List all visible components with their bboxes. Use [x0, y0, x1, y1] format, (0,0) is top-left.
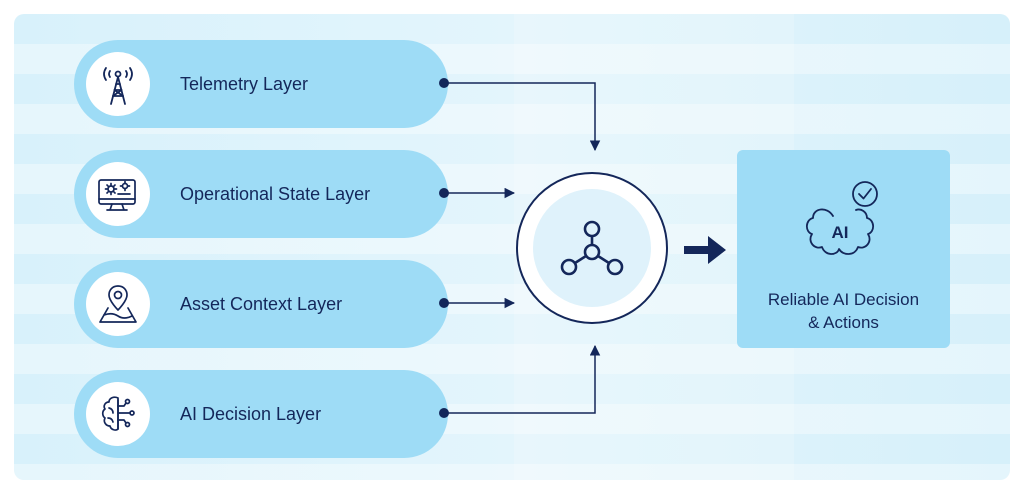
ai-icon-text: AI	[832, 223, 849, 242]
layer-label: Telemetry Layer	[180, 73, 309, 94]
layer-label: Operational State Layer	[180, 183, 371, 204]
integration-hub	[516, 172, 668, 324]
ai-brain-check-icon: AI	[805, 181, 878, 255]
connector-dot	[439, 78, 449, 88]
brain-circuit-icon	[86, 382, 150, 446]
connector-dot	[439, 298, 449, 308]
monitor-gears-icon	[86, 162, 150, 226]
connector-ai-decision	[444, 344, 601, 414]
layer-pill-operational-state: Operational State Layer	[74, 150, 448, 238]
map-pin-icon	[86, 272, 150, 336]
output-arrow-icon	[684, 236, 726, 264]
output-card: AI Reliable AI Decision & Actions	[737, 150, 950, 348]
layer-pill-telemetry: Telemetry Layer	[74, 40, 448, 128]
output-label-line2: & Actions	[808, 313, 879, 332]
layer-label: Asset Context Layer	[180, 293, 343, 314]
output-label: Reliable AI Decision & Actions	[737, 288, 950, 334]
layer-pill-asset-context: Asset Context Layer	[74, 260, 448, 348]
output-label-line1: Reliable AI Decision	[767, 290, 920, 309]
layer-pill-ai-decision: AI Decision Layer	[74, 370, 448, 458]
signal-tower-icon	[86, 52, 150, 116]
connector-dot	[439, 188, 449, 198]
connector-telemetry	[444, 82, 601, 152]
network-nodes-icon	[560, 220, 624, 276]
connector-dot	[439, 408, 449, 418]
layer-label: AI Decision Layer	[180, 403, 322, 424]
